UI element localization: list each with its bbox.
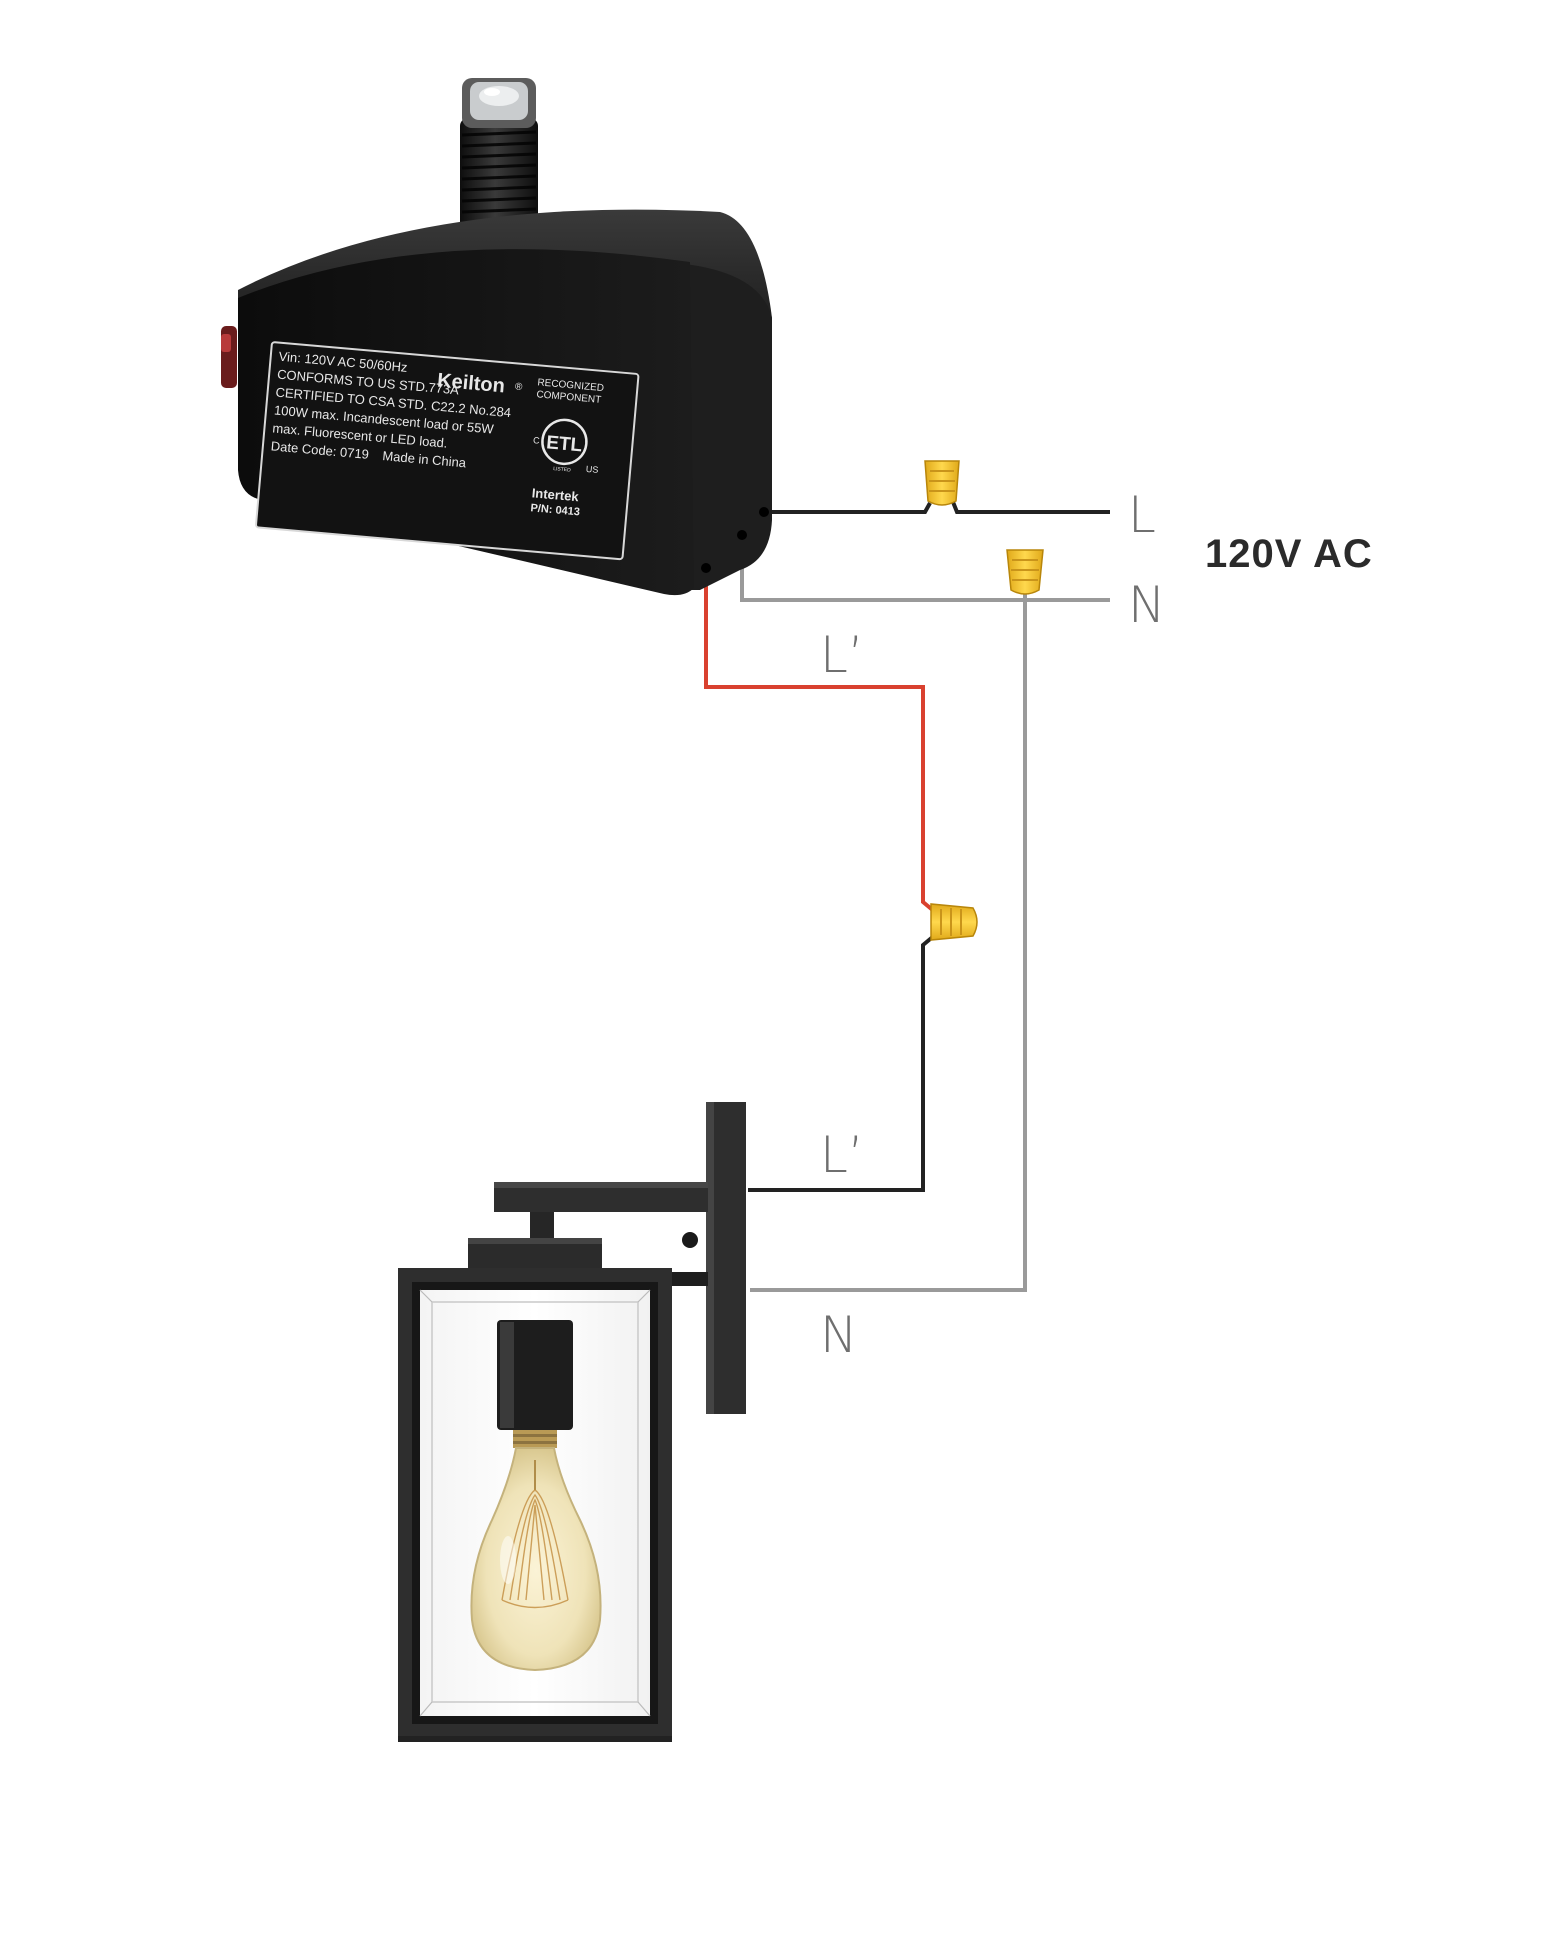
neutral-wire-supply: [740, 535, 1110, 602]
line-label: L: [1128, 486, 1156, 544]
supply-voltage-label: 120V AC: [1205, 532, 1373, 576]
line-wire-right: [951, 501, 1110, 514]
svg-text:ETL: ETL: [545, 432, 583, 456]
svg-text:US: US: [585, 464, 598, 475]
made-in-text: Made in China: [382, 448, 468, 470]
photocell-sensor-icon: Vin: 120V AC 50/60Hz CONFORMS TO US STD.…: [221, 78, 772, 596]
neutral-label-lamp: N: [820, 1306, 857, 1364]
lab-name: Intertek: [531, 485, 580, 504]
wire-nut-icon: [930, 903, 978, 941]
switched-wire-black: [748, 933, 937, 1192]
svg-text:C: C: [533, 435, 541, 446]
switched-line-label-top: L’: [820, 626, 864, 684]
wires: [704, 501, 1110, 1292]
neutral-wire-lamp: [750, 590, 1027, 1292]
edison-bulb-icon: [470, 1447, 602, 1672]
part-number: P/N: 0413: [530, 502, 580, 518]
etl-mark-icon: ETL C US LISTED: [533, 418, 599, 475]
neutral-label-supply: N: [1128, 576, 1165, 634]
switched-wire-red: [704, 567, 937, 914]
brand-mark: ®: [515, 381, 524, 393]
wire-nut-icon: [924, 460, 960, 506]
wall-lantern-icon: [398, 1102, 746, 1742]
svg-text:LISTED: LISTED: [553, 466, 571, 474]
wire-nut-icon: [1006, 549, 1044, 595]
line-wire-left: [764, 502, 932, 514]
switched-line-label-lamp: L’: [820, 1126, 864, 1184]
